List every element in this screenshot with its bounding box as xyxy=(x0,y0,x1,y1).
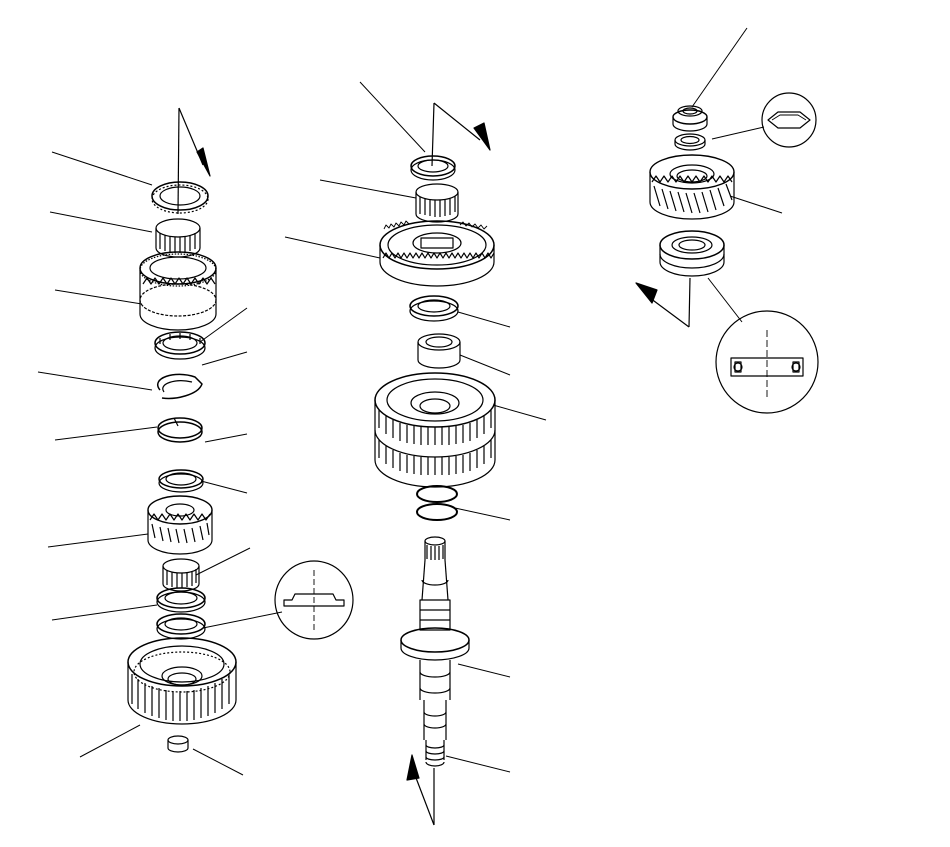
gear-2 xyxy=(147,495,213,555)
detail-callout-washer-profile xyxy=(274,560,354,640)
axis-arrow-bottom-center xyxy=(406,754,435,826)
helical-gear xyxy=(649,154,735,220)
leader-lines-left xyxy=(37,151,283,776)
axis-arrow-top-left xyxy=(177,107,211,215)
axis-arrow-top-center xyxy=(431,102,491,167)
thrust-washer-2 xyxy=(158,469,204,493)
locknut xyxy=(672,105,708,132)
detail-callout-bearing-profile xyxy=(715,310,819,414)
synchro-ring-3 xyxy=(409,295,459,322)
cone-washer xyxy=(674,133,706,151)
needle-bearing-3 xyxy=(415,183,459,223)
synchro-ring-1 xyxy=(154,331,206,360)
needle-bearing-1 xyxy=(155,218,201,258)
ball-bearing xyxy=(659,230,725,277)
synchro-ring-2 xyxy=(156,587,206,613)
collar-1 xyxy=(167,735,189,753)
thrust-washer-1 xyxy=(151,181,209,214)
left-shaft-assembly xyxy=(37,107,354,776)
needle-bearing-2 xyxy=(162,558,200,592)
spacer-1 xyxy=(156,613,206,640)
snap-ring-1 xyxy=(157,417,203,443)
leader-lines-right xyxy=(691,27,783,323)
retaining-clip xyxy=(157,373,203,400)
right-assembly xyxy=(635,27,819,414)
hub-sleeve-2 xyxy=(374,372,496,488)
axis-arrow-bottom-right xyxy=(635,277,691,328)
snap-ring-2 xyxy=(416,485,458,521)
collar-2 xyxy=(417,333,461,369)
center-shaft-assembly xyxy=(284,81,547,826)
detail-callout-cone-washer-profile xyxy=(761,92,817,148)
leader-lines-center xyxy=(284,81,547,773)
hub-sleeve-1 xyxy=(127,637,237,725)
large-gear xyxy=(379,220,495,287)
gear-1 xyxy=(139,251,217,331)
thrust-washer-3 xyxy=(410,155,456,181)
mainshaft xyxy=(400,536,470,767)
